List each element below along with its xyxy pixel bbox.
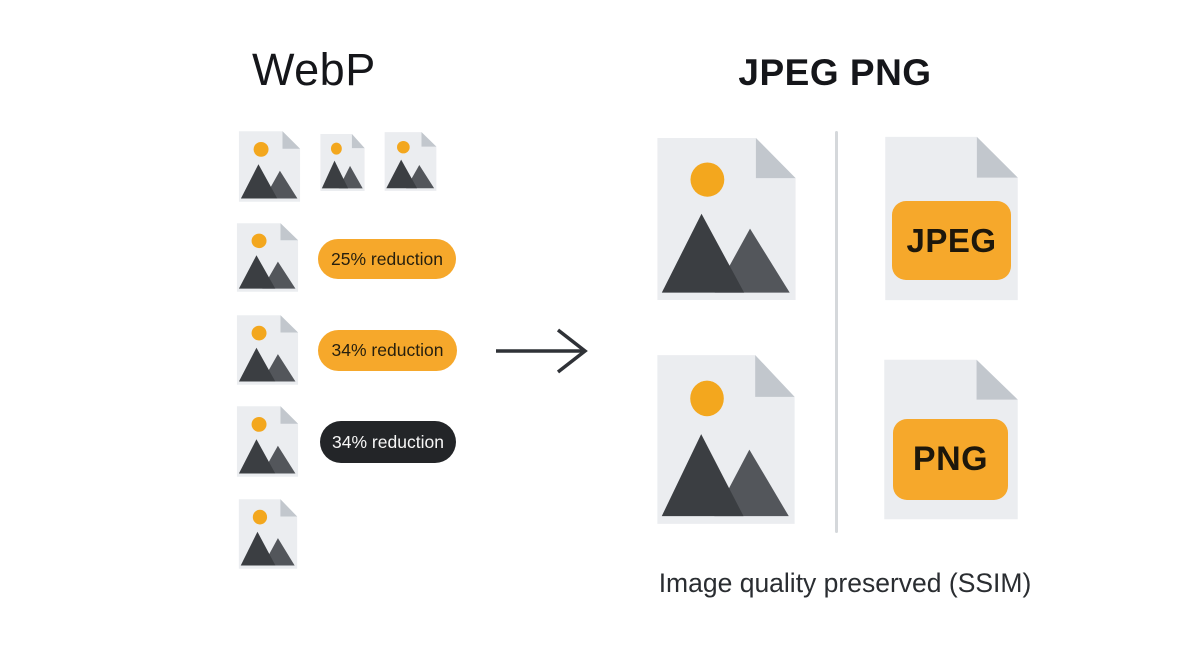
jpeg-png-title: JPEG PNG bbox=[738, 52, 932, 93]
image-file-icon bbox=[657, 355, 795, 524]
image-file-icon bbox=[238, 499, 298, 569]
format-chip: JPEG bbox=[892, 201, 1011, 280]
webp-title: WebP bbox=[252, 44, 376, 95]
reduction-badge-dark: 34% reduction bbox=[320, 421, 456, 463]
image-file-icon bbox=[236, 406, 299, 477]
reduction-badge: 25% reduction bbox=[318, 239, 456, 279]
image-file-icon bbox=[320, 134, 365, 191]
caption-text: Image quality preserved (SSIM) bbox=[658, 568, 1032, 598]
jpeg-file-icon: JPEG bbox=[881, 134, 1022, 303]
image-file-icon bbox=[384, 132, 437, 191]
image-file-icon bbox=[236, 223, 299, 292]
image-file-icon bbox=[236, 315, 299, 385]
image-file-icon bbox=[238, 131, 301, 202]
format-chip: PNG bbox=[893, 419, 1008, 500]
right-arrow-icon bbox=[496, 328, 588, 374]
vertical-divider bbox=[835, 131, 838, 533]
image-file-icon bbox=[657, 137, 796, 301]
png-file-icon: PNG bbox=[880, 357, 1022, 522]
reduction-badge: 34% reduction bbox=[318, 330, 457, 371]
